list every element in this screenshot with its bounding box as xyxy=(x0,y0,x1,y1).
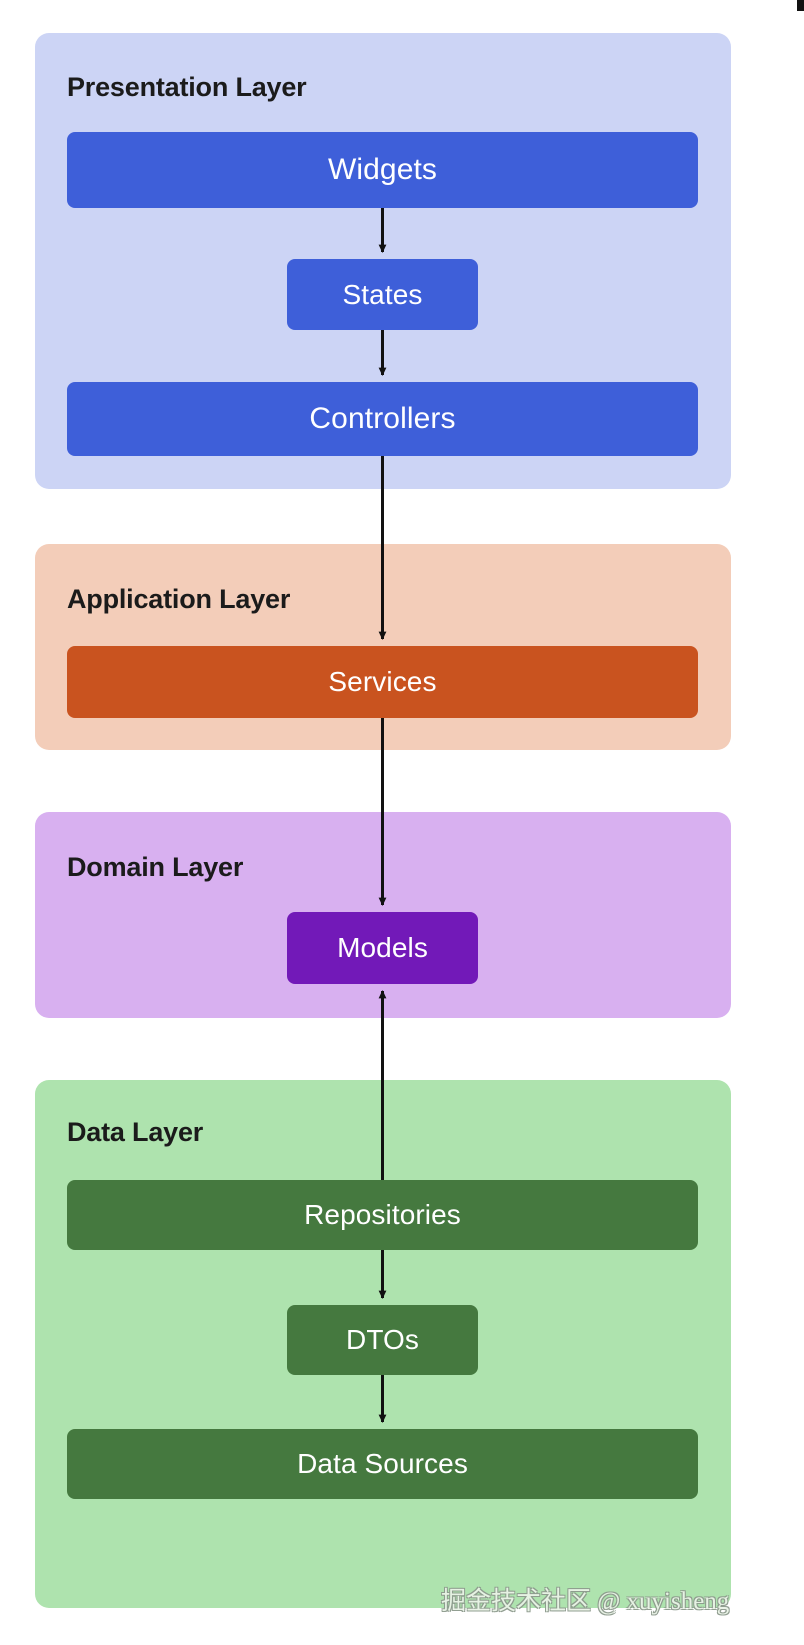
layer-title-presentation: Presentation Layer xyxy=(67,72,307,102)
node-states[interactable]: States xyxy=(287,259,478,330)
layer-title-domain: Domain Layer xyxy=(67,852,244,882)
node-models[interactable]: Models xyxy=(287,912,478,984)
layer-title-data: Data Layer xyxy=(67,1117,204,1147)
layer-title-application: Application Layer xyxy=(67,584,291,614)
node-repositories[interactable]: Repositories xyxy=(67,1180,698,1250)
node-datasources[interactable]: Data Sources xyxy=(67,1429,698,1499)
watermark-text: 掘金技术社区 @ xuyisheng xyxy=(441,1588,730,1615)
node-services[interactable]: Services xyxy=(67,646,698,718)
node-controllers[interactable]: Controllers xyxy=(67,382,698,456)
node-dtos[interactable]: DTOs xyxy=(287,1305,478,1375)
node-widgets[interactable]: Widgets xyxy=(67,132,698,208)
corner-mark xyxy=(797,0,804,11)
